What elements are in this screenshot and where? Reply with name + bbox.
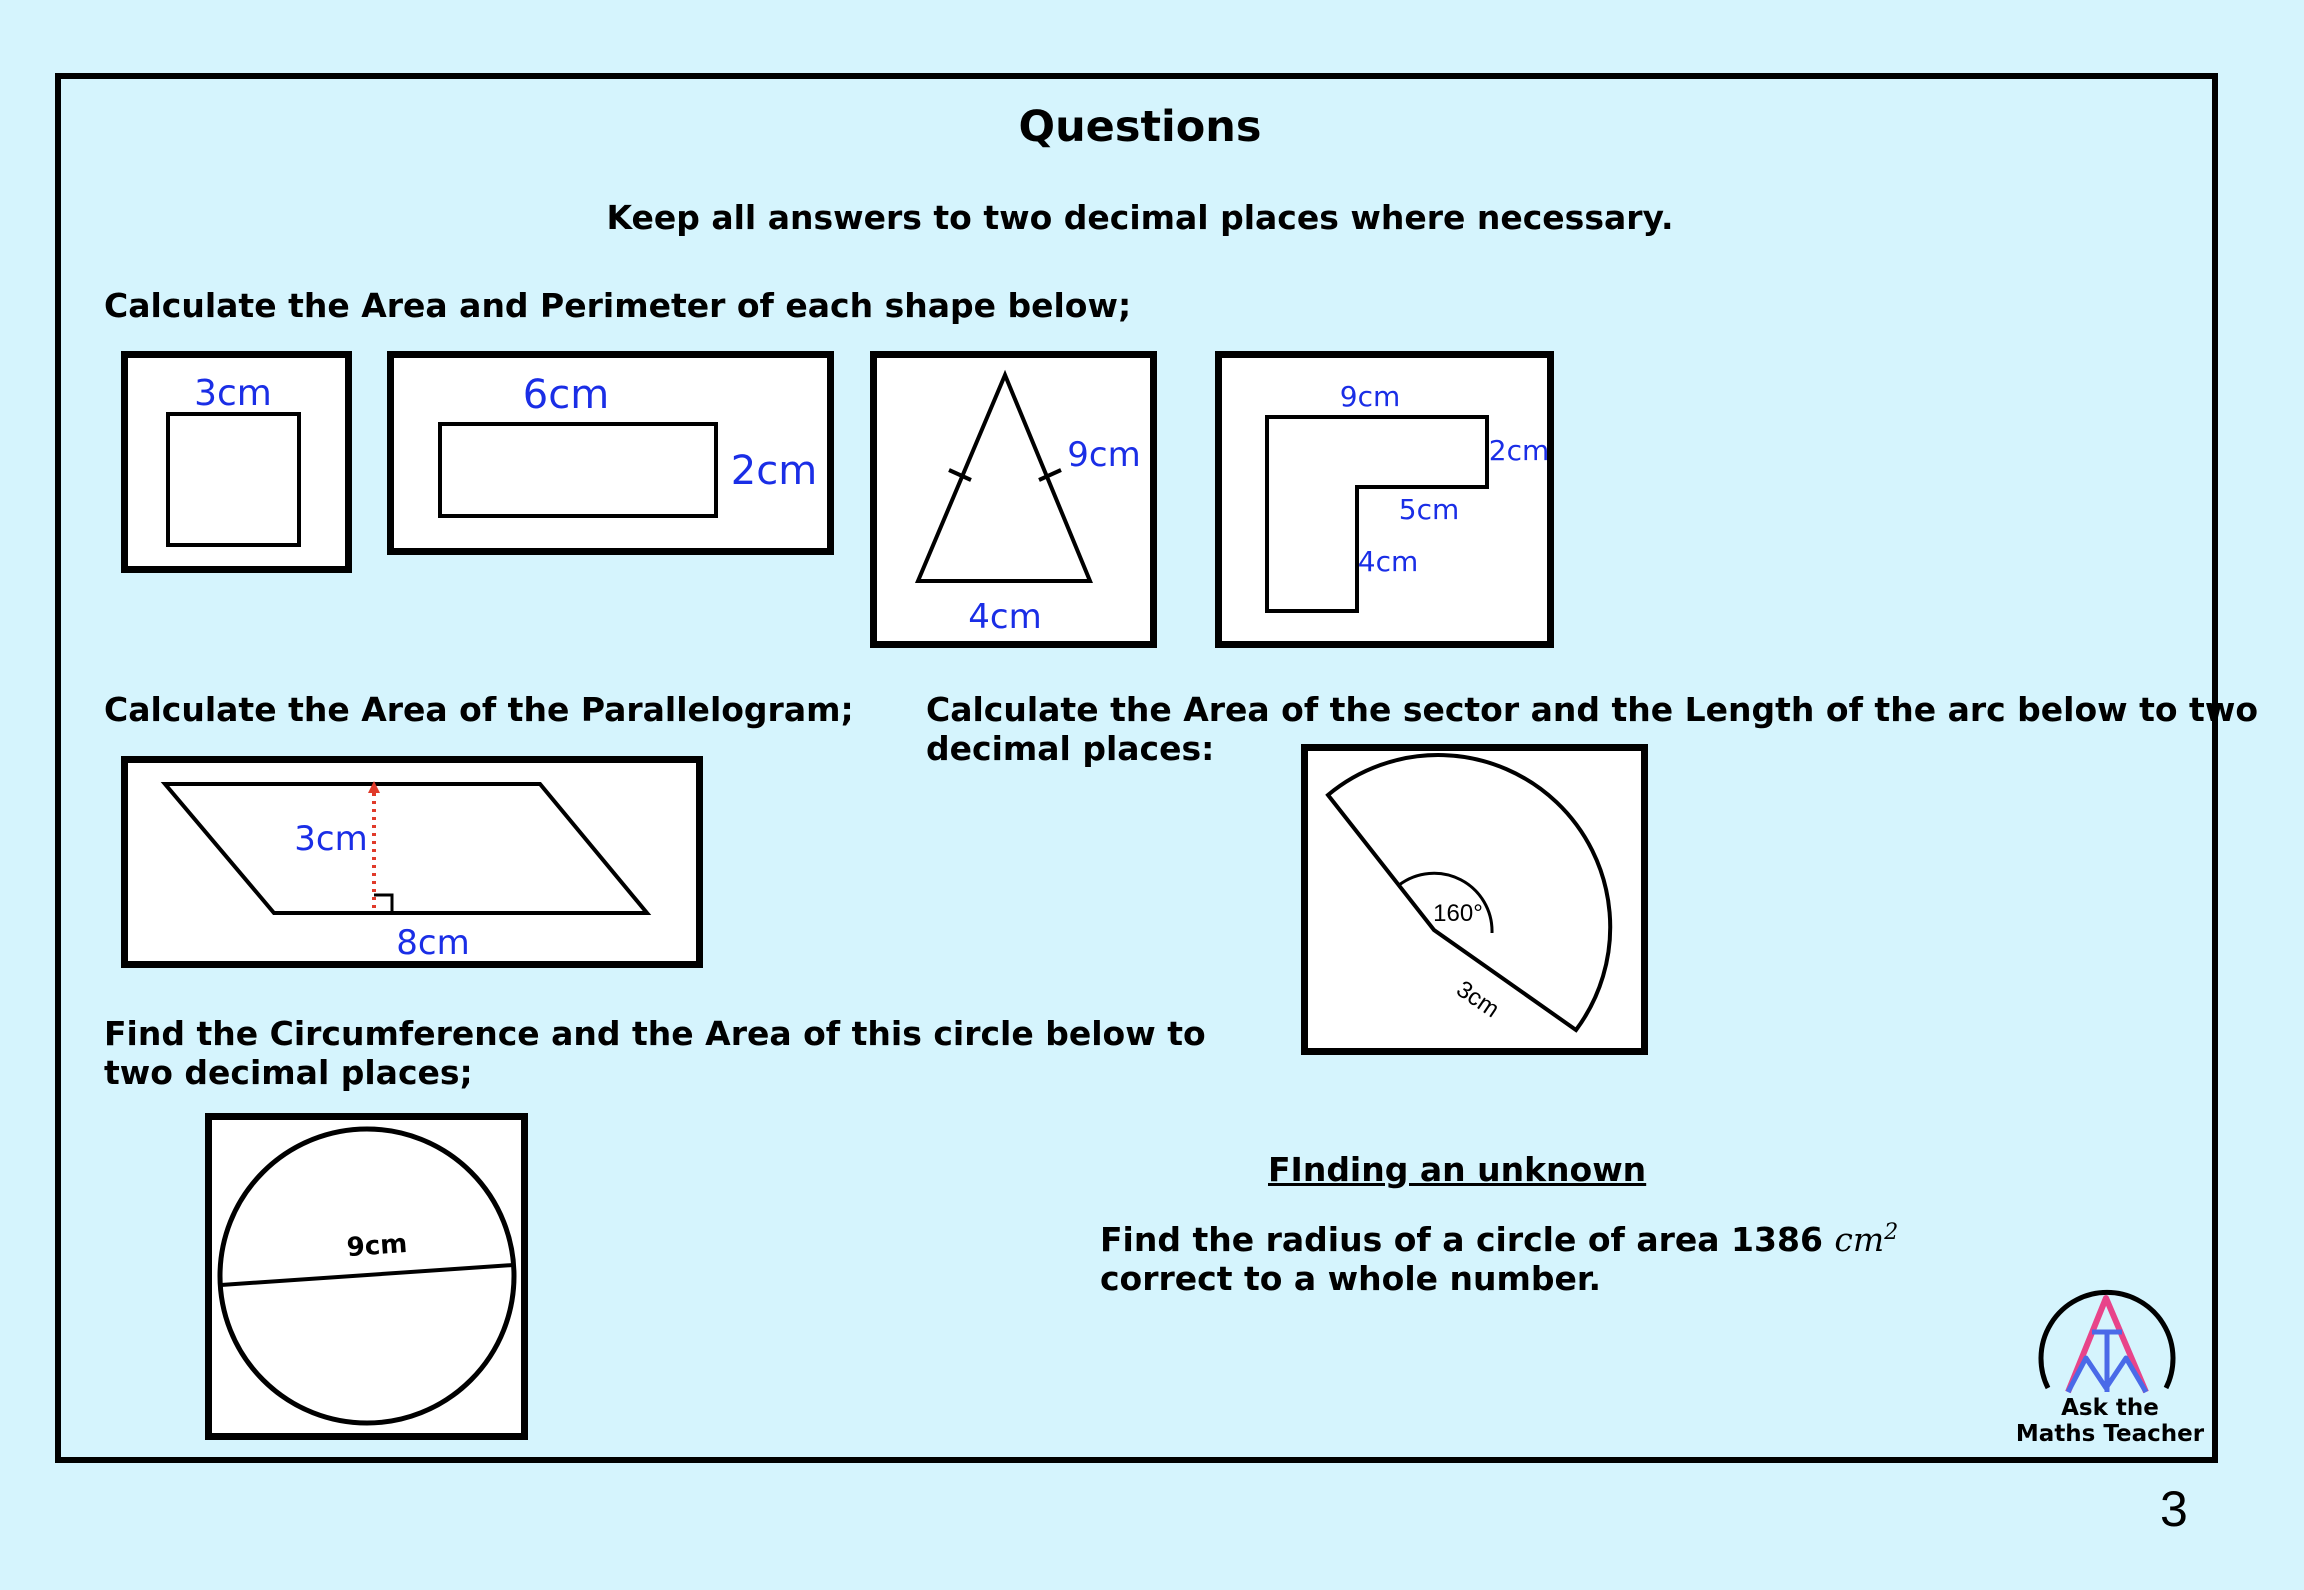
triangle-side-label: 9cm [1067,435,1140,475]
logo-text: Ask the Maths Teacher [2015,1395,2205,1447]
l-shape-right-label: 2cm [1489,434,1547,467]
question-sector-line2: decimal places: [926,729,1215,768]
circle-diameter-label: 9cm [346,1229,409,1263]
question-sector-line1: Calculate the Area of the sector and the… [926,690,2258,729]
l-shape-lower-label: 4cm [1358,545,1418,578]
question-circle-line2: two decimal places; [104,1053,473,1092]
instructions: Keep all answers to two decimal places w… [606,198,1674,237]
l-shape-inner-label: 5cm [1399,493,1459,526]
question-circle-line1: Find the Circumference and the Area of t… [104,1014,1206,1053]
parallelogram-height-label: 3cm [294,819,367,859]
triangle-base-label: 4cm [968,597,1041,637]
area-unit: cm2 [1834,1220,1899,1259]
page-title: Questions [1018,102,1262,152]
worksheet-frame [55,73,2218,1463]
sector-angle-label: 160° [1433,900,1483,927]
page-number: 3 [2160,1481,2188,1537]
question-area-perimeter: Calculate the Area and Perimeter of each… [104,286,1132,325]
finding-unknown-heading: FInding an unknown [1268,1150,1647,1189]
ask-the-maths-teacher-logo-icon [2038,1289,2176,1394]
circle-figure: 9cm [205,1113,528,1440]
square-side-label: 3cm [194,373,272,414]
square-figure: 3cm [121,351,352,573]
isosceles-triangle-figure: 9cm 4cm [870,351,1157,648]
finding-unknown-question: Find the radius of a circle of area 1386… [1100,1213,2020,1298]
rectangle-length-label: 6cm [523,372,609,418]
parallelogram-base-label: 8cm [396,923,469,961]
question-parallelogram: Calculate the Area of the Parallelogram; [104,690,854,729]
unknown-text-before: Find the radius of a circle of area 1386 [1100,1220,1835,1259]
question-circle: Find the Circumference and the Area of t… [104,1014,1206,1092]
rectangle-width-label: 2cm [731,448,817,494]
l-shape-top-label: 9cm [1340,380,1400,413]
sector-radius-label: 3cm [1451,976,1504,1024]
question-sector: Calculate the Area of the sector and the… [926,690,2258,768]
unknown-text-after: correct to a whole number. [1100,1259,1601,1298]
rectangle-figure: 6cm 2cm [387,351,834,555]
l-shape-figure: 9cm 2cm 5cm 4cm [1215,351,1554,648]
parallelogram-figure: 3cm 8cm [121,756,703,968]
sector-figure: 160° 3cm [1301,744,1648,1055]
